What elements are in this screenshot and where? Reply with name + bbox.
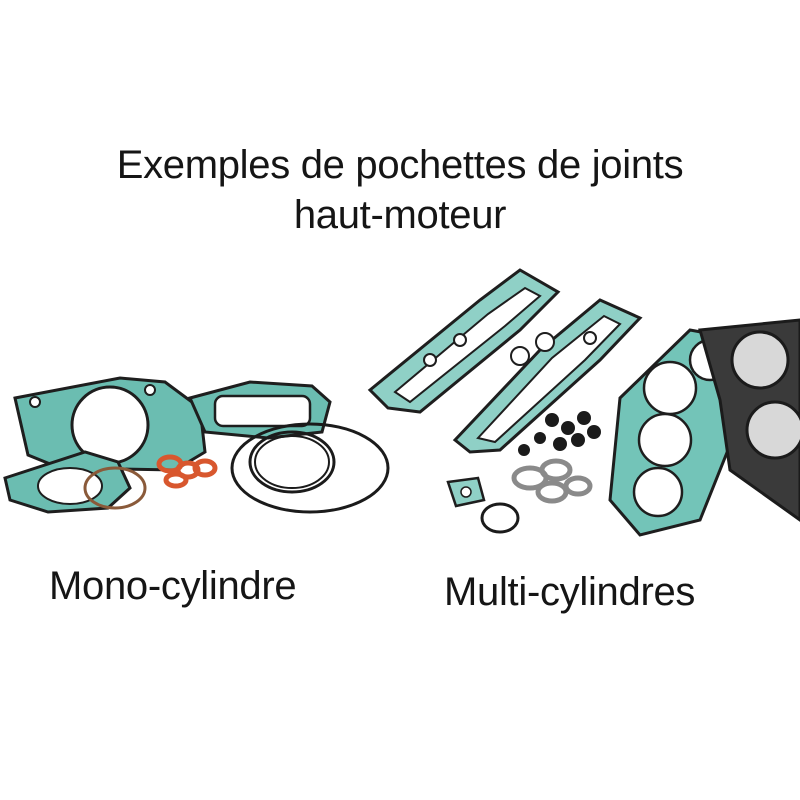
multi-o-ring: [480, 502, 520, 534]
gasket-kits-illustration: [3, 268, 800, 537]
heading-line-1: Exemples de pochettes de joints: [116, 143, 684, 187]
mono-o-ring-large: [230, 422, 390, 514]
mono-cylinder-kit: [3, 376, 390, 514]
multi-cylinder-kit: [367, 268, 800, 537]
heading-line-2: haut-moteur: [293, 193, 507, 237]
multi-valve-seals: [518, 411, 601, 456]
caption-mono-cylinder: Mono-cylindre: [49, 564, 297, 608]
caption-multi-cylinder: Multi-cylindres: [444, 570, 696, 614]
heading: Exemples de pochettes de joints haut-mot…: [0, 140, 800, 240]
mono-brown-ring: [83, 466, 147, 510]
mono-o-ring-small: [248, 430, 336, 494]
